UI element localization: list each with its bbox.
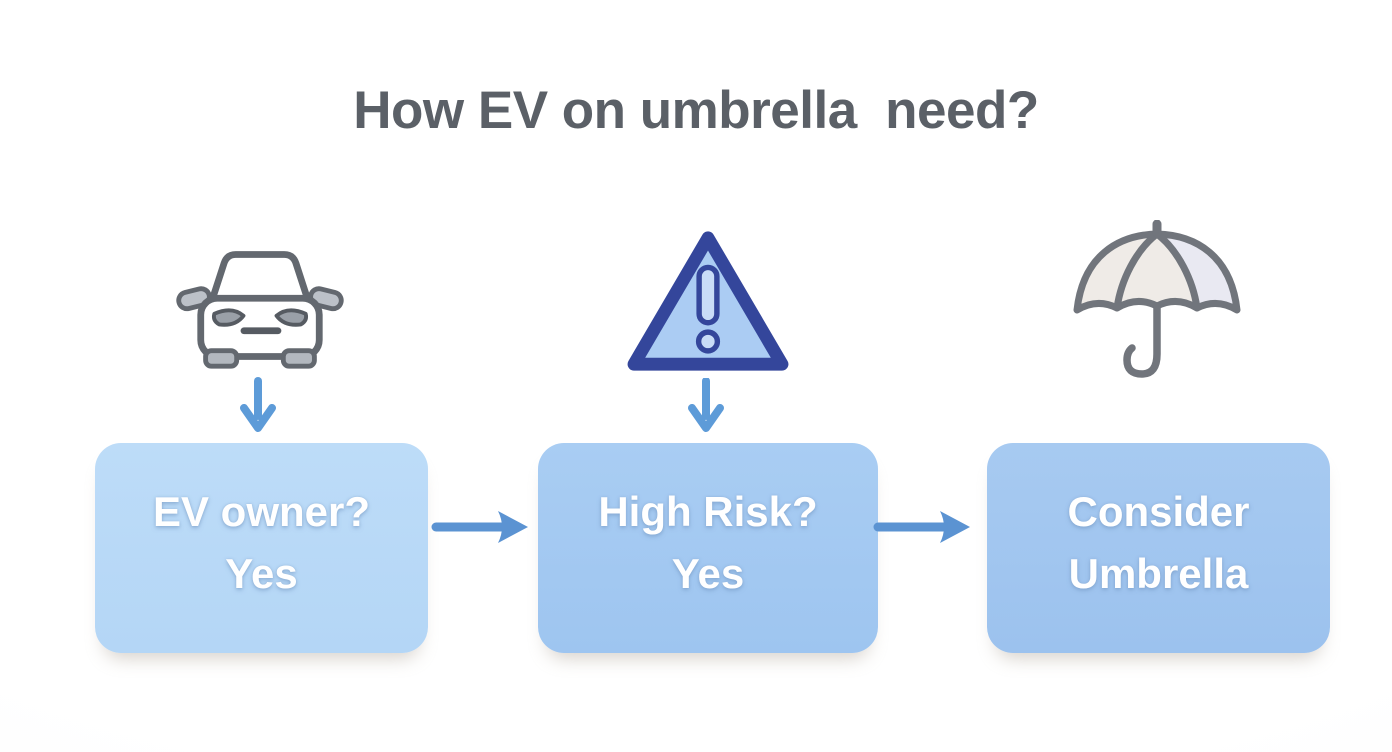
- down-arrow-car-to-box: [238, 376, 278, 436]
- flow-node-ev-owner: EV owner? Yes: [95, 443, 428, 653]
- right-arrow-box1-to-box2: [430, 506, 534, 548]
- right-arrow-box2-to-box3: [872, 506, 976, 548]
- down-arrow-triangle-to-box: [686, 377, 726, 438]
- flow-node-answer: Yes: [225, 550, 298, 597]
- car-icon: [172, 238, 348, 379]
- umbrella-icon: [1066, 219, 1248, 389]
- flow-node-answer: Yes: [671, 550, 745, 597]
- diagram-title: How EV on umbrella need?: [353, 81, 1039, 140]
- flow-node-label: EV owner?: [152, 488, 371, 535]
- warning-triangle-icon: [624, 226, 792, 383]
- flow-node-high-risk: High Risk? Yes: [538, 443, 878, 653]
- flow-node-label: Consider: [1067, 488, 1250, 535]
- flow-node-consider-umbrella: Consider Umbrella: [987, 443, 1330, 653]
- flow-node-label: High Risk?: [598, 488, 818, 535]
- flow-node-answer: Umbrella: [1068, 550, 1249, 597]
